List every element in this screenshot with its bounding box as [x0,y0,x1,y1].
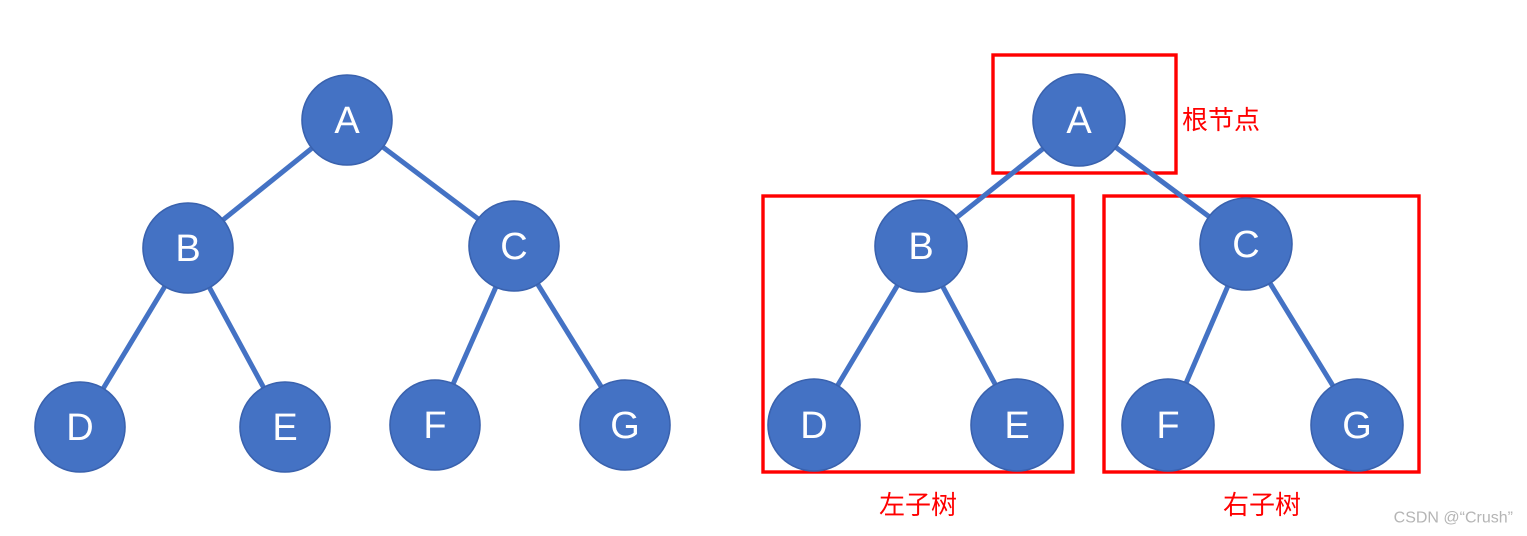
edge-c-f [449,282,500,389]
edge-a-b [218,143,317,225]
edge-a-c [378,142,483,224]
node-label-d: D [800,405,827,447]
tree-node-f[interactable]: F [389,379,481,471]
tree-node-c[interactable]: C [468,200,560,292]
tree-node-a[interactable]: A [1032,73,1126,167]
edge-b-e [938,281,1000,390]
node-circle-d[interactable] [767,378,861,472]
tree-node-e[interactable]: E [239,381,331,473]
annotation-box-root [991,53,1178,175]
tree-node-a[interactable]: A [301,74,393,166]
node-label-b: B [908,226,933,268]
node-circle-f[interactable] [1121,378,1215,472]
node-label-c: C [1232,224,1259,266]
tree-node-b[interactable]: B [874,199,968,293]
node-label-g: G [610,405,640,447]
annotation-left-subtree [761,194,1075,474]
node-circle-c[interactable] [1199,197,1293,291]
node-circle-b[interactable] [142,202,234,294]
tree-node-d[interactable]: D [34,381,126,473]
node-label-a: A [334,100,360,142]
node-circle-g[interactable] [579,379,671,471]
node-label-e: E [272,407,297,449]
node-circle-e[interactable] [970,378,1064,472]
node-label-f: F [1156,405,1179,447]
tree-node-c[interactable]: C [1199,197,1293,291]
tree-node-b[interactable]: B [142,202,234,294]
edge-a-b [952,144,1048,222]
tree-node-f[interactable]: F [1121,378,1215,472]
annotation-label-right-subtree: 右子树 [1223,490,1301,520]
node-circle-e[interactable] [239,381,331,473]
node-circle-g[interactable] [1310,378,1404,472]
annotation-label-left-subtree: 左子树 [879,490,957,520]
edge-c-f [1182,281,1232,388]
annotation-root [991,53,1178,175]
tree-node-g[interactable]: G [1310,378,1404,472]
node-label-f: F [423,405,446,447]
edge-c-g [1265,278,1338,391]
node-label-b: B [175,228,200,270]
node-circle-c[interactable] [468,200,560,292]
node-label-e: E [1004,405,1029,447]
edge-a-c [1111,143,1214,221]
edge-b-d [99,281,169,394]
node-circle-b[interactable] [874,199,968,293]
tree-node-e[interactable]: E [970,378,1064,472]
annotation-box-right-subtree [1102,194,1421,474]
node-label-g: G [1342,405,1372,447]
binary-tree-plain: A B C D E F G [34,74,671,473]
annotation-right-subtree [1102,194,1421,474]
node-label-c: C [500,226,527,268]
node-circle-f[interactable] [389,379,481,471]
node-circle-d[interactable] [34,381,126,473]
edge-c-g [533,279,606,392]
annotation-box-left-subtree [761,194,1075,474]
watermark-label: CSDN @“Crush” [1394,510,1513,527]
node-label-a: A [1066,100,1092,142]
annotation-label-root: 根节点 [1182,105,1260,135]
edge-b-d [833,280,902,391]
tree-node-d[interactable]: D [767,378,861,472]
tree-node-g[interactable]: G [579,379,671,471]
node-label-d: D [66,407,93,449]
node-circle-a[interactable] [1032,73,1126,167]
edge-b-e [205,282,268,393]
node-circle-a[interactable] [301,74,393,166]
